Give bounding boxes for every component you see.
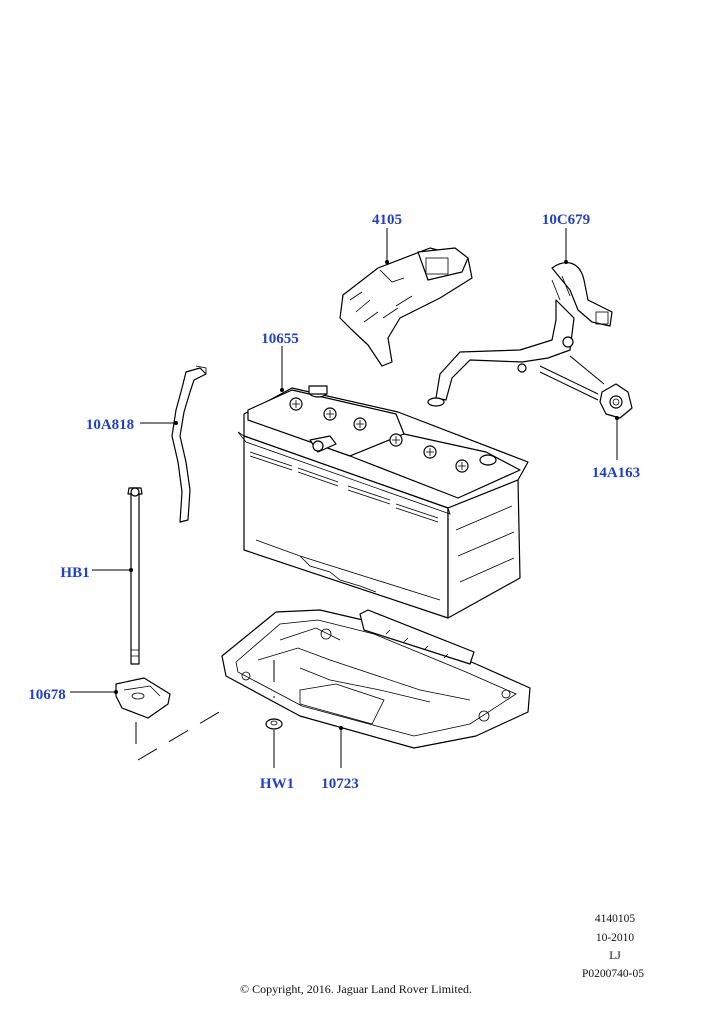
part-10c679-cable: [427, 262, 613, 407]
callout-hw1: HW1: [260, 776, 294, 792]
part-4105-bracket: [339, 247, 473, 367]
callout-hb1: HB1: [60, 565, 89, 581]
copyright-notice: © Copyright, 2016. Jaguar Land Rover Lim…: [240, 982, 472, 996]
callout-14a163: 14A163: [592, 465, 640, 481]
callout-10a818: 10A818: [86, 417, 134, 433]
callout-4105: 4105: [372, 212, 402, 228]
reference-line-3: LJ: [609, 950, 621, 962]
callout-10678: 10678: [28, 687, 66, 703]
dashed-guide: [137, 707, 227, 761]
reference-line-1: 4140105: [595, 913, 636, 925]
part-hw1-washer: [265, 718, 283, 730]
part-14a163-nut: [539, 355, 633, 419]
callout-10655: 10655: [261, 331, 299, 347]
callout-10c679: 10C679: [542, 212, 590, 228]
part-10723-tray: [221, 609, 531, 749]
part-10655-battery: [237, 385, 529, 619]
callout-10723: 10723: [321, 776, 359, 792]
reference-line-2: 10-2010: [596, 932, 635, 944]
part-10678-clamp: [115, 677, 171, 744]
part-10a818-vent-tube: [171, 365, 207, 523]
reference-line-4: P0200740-05: [582, 968, 644, 980]
part-hb1-bolt: [127, 487, 143, 665]
